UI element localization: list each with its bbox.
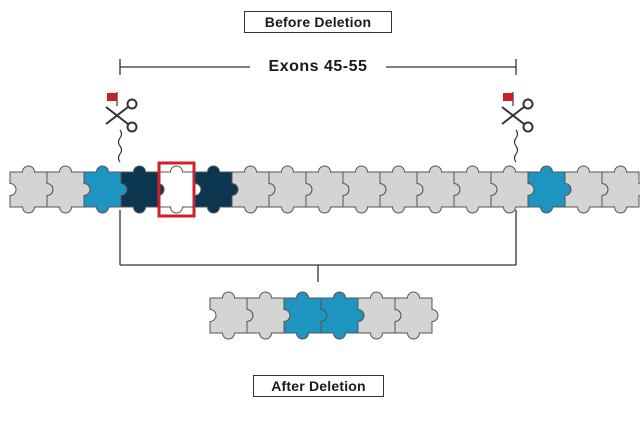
before-puzzle-row <box>9 161 640 218</box>
before-deletion-label: Before Deletion <box>244 11 392 33</box>
after-puzzle-row <box>209 291 439 340</box>
puzzle-piece <box>601 165 640 214</box>
scissors-icon <box>501 98 534 133</box>
puzzle-piece <box>394 291 439 340</box>
flag-icon <box>107 93 117 101</box>
connector-lines <box>119 210 517 282</box>
cut-stem <box>513 129 519 163</box>
cut-site-left <box>105 92 138 163</box>
flag-icon <box>503 93 513 101</box>
highlight-box <box>157 161 196 218</box>
after-deletion-label: After Deletion <box>253 375 384 397</box>
scissors-icon <box>105 98 138 133</box>
exons-range-label: Exons 45-55 <box>254 56 382 78</box>
exon-bracket <box>119 59 517 75</box>
cut-stem <box>117 129 123 163</box>
cut-site-right <box>501 92 534 163</box>
